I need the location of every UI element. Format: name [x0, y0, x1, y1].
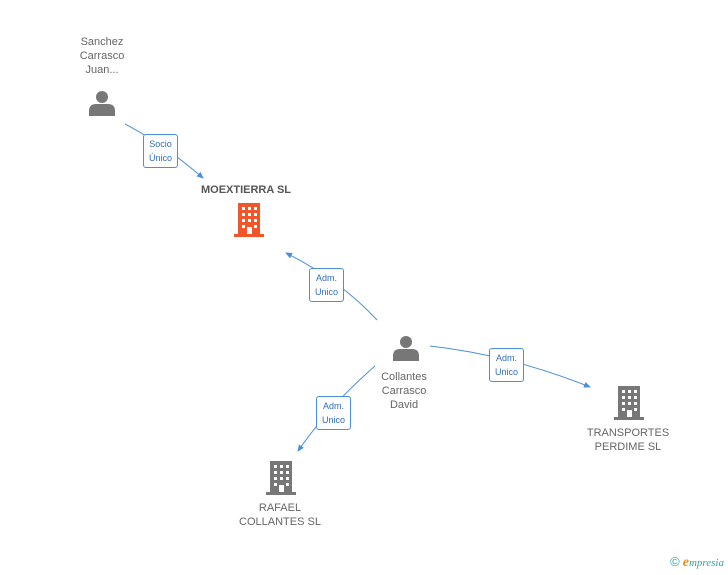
node-label-collantes[interactable]: Collantes Carrasco David — [362, 370, 446, 412]
edge-label-adm-rafael[interactable]: Adm. Unico — [316, 396, 352, 430]
brand-logo: ©empresia — [670, 554, 724, 571]
edge-label-line: Adm. — [316, 273, 338, 283]
label-line: David — [389, 399, 419, 411]
edge-label-adm-transportes[interactable]: Adm. Unico — [489, 348, 525, 382]
building-icon[interactable] — [234, 203, 264, 237]
label-line: Carrasco — [79, 50, 125, 62]
building-icon[interactable] — [266, 461, 296, 495]
label-line: TRANSPORTES — [586, 427, 670, 439]
person-icon[interactable] — [89, 91, 115, 116]
label-line: Sanchez — [80, 36, 124, 48]
edge-label-line: Unico — [495, 367, 519, 377]
label-line: Collantes — [381, 371, 427, 383]
edge-label-line: Único — [149, 153, 173, 163]
label-line: MOEXTIERRA SL — [200, 184, 292, 196]
edge-label-socio-unico[interactable]: Socio Único — [143, 134, 179, 168]
label-line: Carrasco — [381, 385, 427, 397]
person-icon[interactable] — [393, 336, 419, 361]
edge-label-line: Socio — [149, 139, 172, 149]
label-line: COLLANTES SL — [239, 516, 321, 528]
copyright-icon: © — [670, 554, 680, 569]
edge-label-line: Adm. — [496, 353, 518, 363]
edge-label-line: Adm. — [323, 401, 345, 411]
label-line: RAFAEL — [258, 502, 302, 514]
building-icon[interactable] — [614, 386, 644, 420]
label-line: PERDIME SL — [594, 441, 662, 453]
node-label-sanchez[interactable]: Sanchez Carrasco Juan... — [60, 35, 144, 77]
edge-label-line: Unico — [322, 415, 346, 425]
brand-name: mpresia — [688, 557, 724, 569]
edge-label-line: Unico — [315, 287, 339, 297]
node-label-transportes[interactable]: TRANSPORTES PERDIME SL — [576, 426, 680, 454]
label-line: Juan... — [85, 64, 119, 76]
node-label-rafael[interactable]: RAFAEL COLLANTES SL — [228, 501, 332, 529]
node-label-moextierra[interactable]: MOEXTIERRA SL — [190, 183, 302, 197]
edge-label-adm-moextierra[interactable]: Adm. Unico — [309, 268, 345, 302]
brand-initial: e — [682, 555, 689, 570]
